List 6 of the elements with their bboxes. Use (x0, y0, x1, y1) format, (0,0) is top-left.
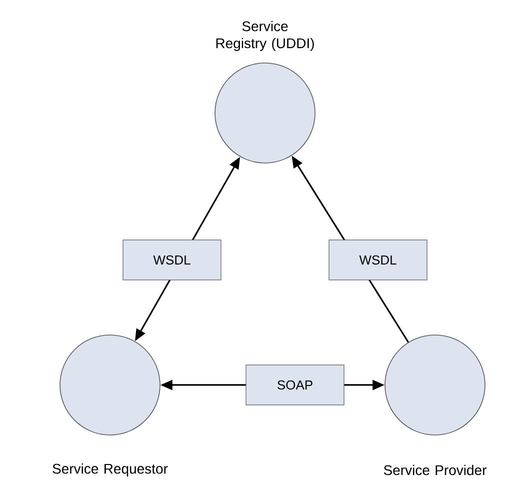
service-label: Service Provider (384, 464, 486, 476)
edge-label: SOAP (246, 364, 344, 406)
edge-label: WSDL (122, 240, 222, 280)
service-label: Service Registry (UDDI) (216, 20, 314, 51)
edge-label: WSDL (328, 240, 428, 280)
service-label: Service Requestor (52, 463, 168, 476)
